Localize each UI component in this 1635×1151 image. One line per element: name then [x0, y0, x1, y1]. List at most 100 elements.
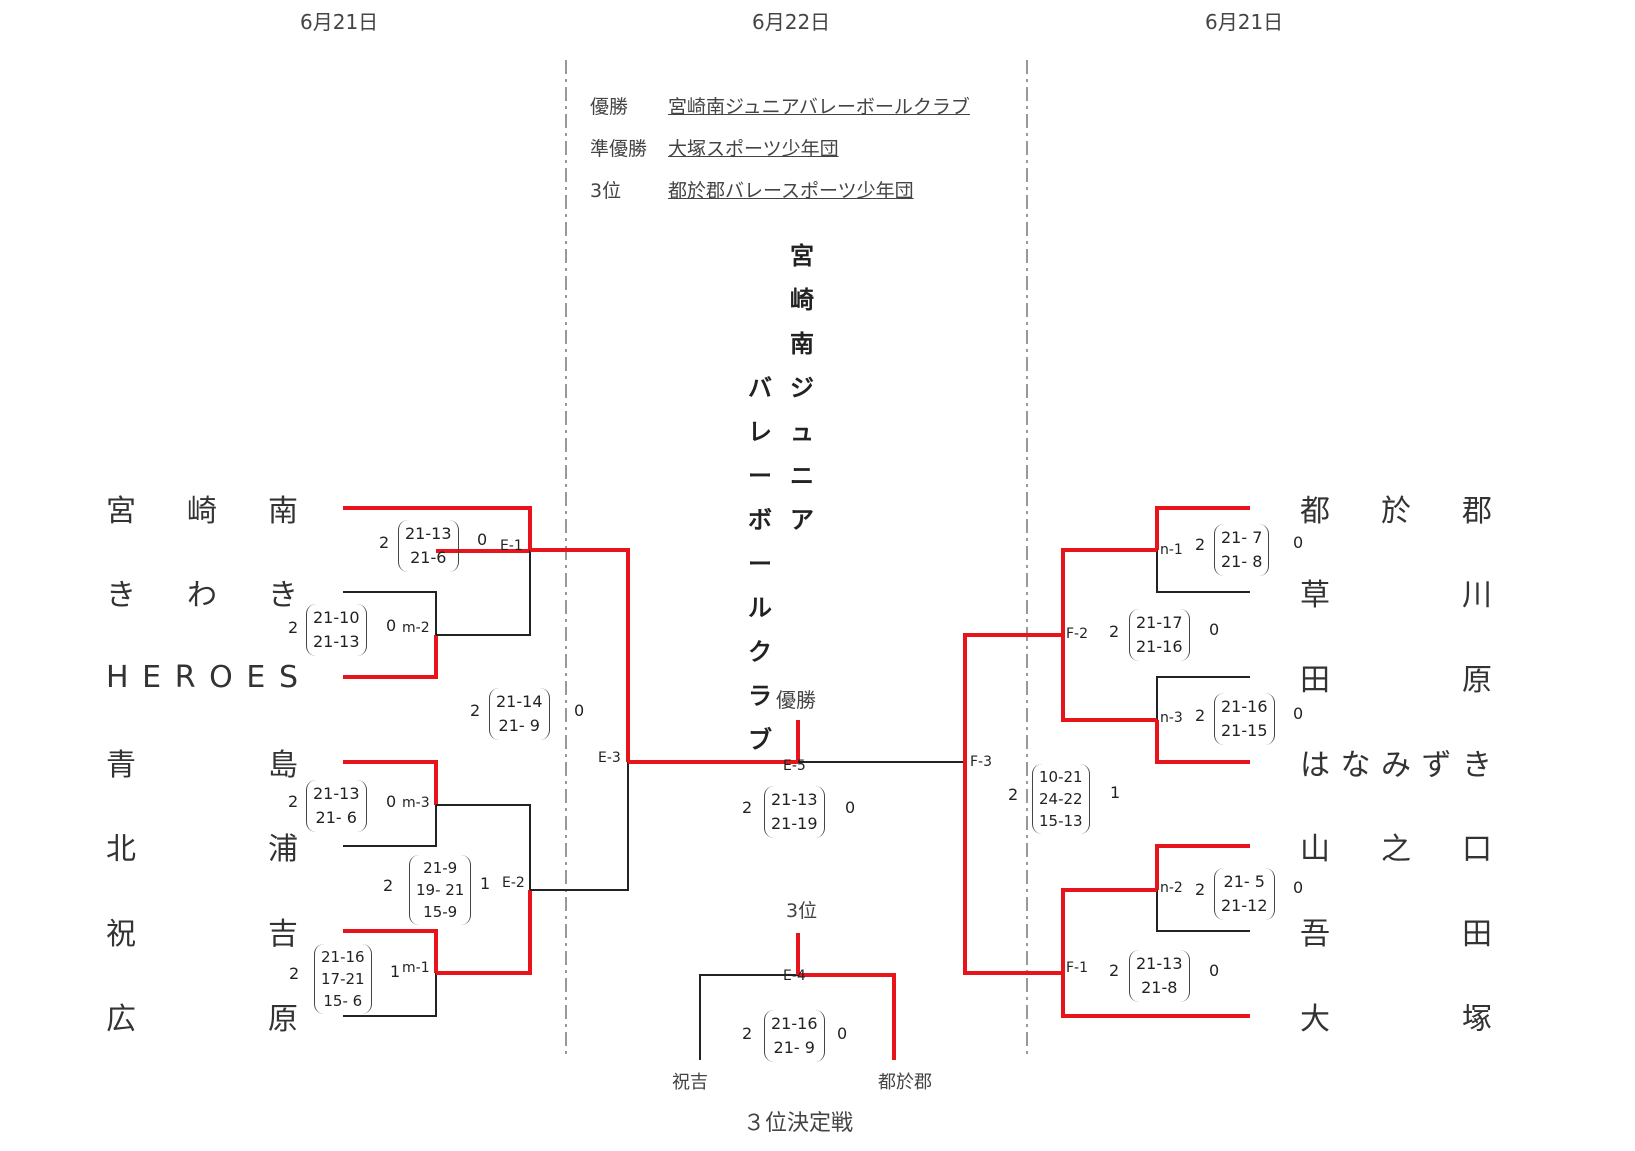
result-team-2: 大塚スポーツ少年団 — [668, 138, 839, 160]
champion-char: ニ — [790, 462, 814, 490]
team-char: 原 — [1462, 663, 1492, 698]
winner-line — [1061, 548, 1157, 635]
loser-sets-n2: 0 — [1293, 878, 1304, 897]
result-rank-3: 3位 — [590, 180, 622, 202]
result-team-3: 都於郡バレースポーツ少年団 — [668, 180, 914, 202]
bracket-line — [530, 762, 629, 891]
team-char: O — [209, 659, 233, 695]
winner-line — [1061, 635, 1157, 722]
set-score: 15-13 — [1039, 812, 1083, 830]
team-char: 草 — [1300, 578, 1330, 613]
winner-line — [343, 635, 438, 679]
set-score: 21- 9 — [498, 716, 540, 735]
set-score: 21-8 — [1141, 978, 1178, 997]
left-team-5: 北浦 — [106, 826, 298, 867]
champion-char: ブ — [748, 726, 772, 754]
set-score: 21-13 — [1136, 954, 1183, 973]
match-code-e4: E-4 — [783, 968, 806, 984]
set-scores-f2: 21-17 21-16 — [1129, 609, 1190, 661]
champion-char: ジ — [790, 374, 814, 402]
team-char: 青 — [106, 748, 136, 783]
winner-line — [343, 506, 532, 550]
team-char: 島 — [268, 748, 298, 783]
date-left: 6月21日 — [300, 10, 379, 34]
winner-sets-e5: 2 — [742, 798, 753, 817]
set-score: 21-17 — [1136, 613, 1183, 632]
final-label: 優勝 — [776, 688, 816, 712]
third-right-team: 都於郡 — [878, 1072, 932, 1093]
loser-sets-m3: 0 — [386, 792, 397, 811]
team-char: ず — [1421, 748, 1452, 783]
set-score: 21-13 — [771, 790, 818, 809]
third-match-label: ３位決定戦 — [743, 1111, 854, 1136]
set-scores-e5: 21-13 21-19 — [764, 786, 825, 838]
match-code-f2: F-2 — [1066, 626, 1089, 642]
winner-line — [1155, 844, 1250, 890]
team-char: 広 — [106, 1002, 136, 1037]
winner-line — [530, 548, 630, 762]
team-char: 塚 — [1462, 1002, 1492, 1037]
team-char: 吉 — [268, 917, 298, 952]
loser-sets-n3: 0 — [1293, 704, 1304, 723]
team-char: 郡 — [1462, 494, 1492, 529]
set-score: 21-16 — [1221, 697, 1268, 716]
match-code-n1: n-1 — [1160, 542, 1183, 558]
loser-sets-e5: 0 — [845, 798, 856, 817]
bracket-line — [1156, 550, 1250, 593]
champion-char: レ — [748, 418, 772, 446]
team-char: な — [1340, 748, 1371, 783]
team-char: み — [1381, 748, 1411, 783]
right-team-4: はなみずき — [1300, 742, 1492, 783]
team-char: 宮 — [106, 494, 136, 529]
champion-name-col1: 宮崎南ジュニア — [780, 234, 824, 542]
result-rank-2: 準優勝 — [590, 138, 648, 160]
winner-line — [436, 890, 532, 975]
champion-name-col2: バレーボールクラブ — [738, 366, 782, 762]
team-char: S — [278, 659, 298, 695]
bracket-line — [699, 974, 798, 1060]
winner-line — [343, 929, 438, 973]
loser-sets-e3: 0 — [574, 701, 585, 720]
team-char: 口 — [1462, 832, 1492, 867]
winner-sets-m3: 2 — [288, 792, 299, 811]
winner-sets-f3: 2 — [1008, 785, 1019, 804]
team-char: き — [1462, 748, 1492, 783]
team-char: 山 — [1300, 832, 1330, 867]
left-team-4: 青島 — [106, 742, 298, 783]
loser-sets-n1: 0 — [1293, 533, 1304, 552]
champion-char: ー — [748, 550, 772, 578]
match-code-e5: E-5 — [783, 758, 806, 774]
team-char: 之 — [1381, 832, 1411, 867]
result-team-1: 宮崎南ジュニアバレーボールクラブ — [668, 96, 970, 118]
right-team-6: 吾田 — [1300, 911, 1492, 952]
bracket-line — [343, 973, 437, 1017]
right-team-1: 都於郡 — [1300, 488, 1492, 529]
winner-line — [1155, 720, 1250, 764]
loser-sets-f1: 0 — [1209, 961, 1220, 980]
team-char: R — [174, 659, 196, 695]
winner-line — [1061, 973, 1250, 1018]
set-score: 21- 5 — [1223, 872, 1265, 891]
set-score: 21- 9 — [773, 1038, 815, 1057]
match-code-e1: E-1 — [500, 538, 523, 554]
winner-line — [343, 760, 438, 805]
bracket-line — [343, 591, 437, 635]
left-team-2: きわき — [106, 572, 298, 613]
team-char: 於 — [1381, 494, 1411, 529]
loser-sets-f2: 0 — [1209, 620, 1220, 639]
set-score: 21-16 — [1136, 637, 1183, 656]
set-score: 21-19 — [771, 814, 818, 833]
winner-sets-m1: 2 — [289, 964, 300, 983]
team-char: 原 — [268, 1002, 298, 1037]
team-char: 田 — [1462, 917, 1492, 952]
winner-line — [1061, 888, 1157, 973]
team-char: E — [246, 659, 266, 695]
team-char: 崎 — [187, 494, 217, 529]
winner-sets-e3: 2 — [470, 701, 481, 720]
